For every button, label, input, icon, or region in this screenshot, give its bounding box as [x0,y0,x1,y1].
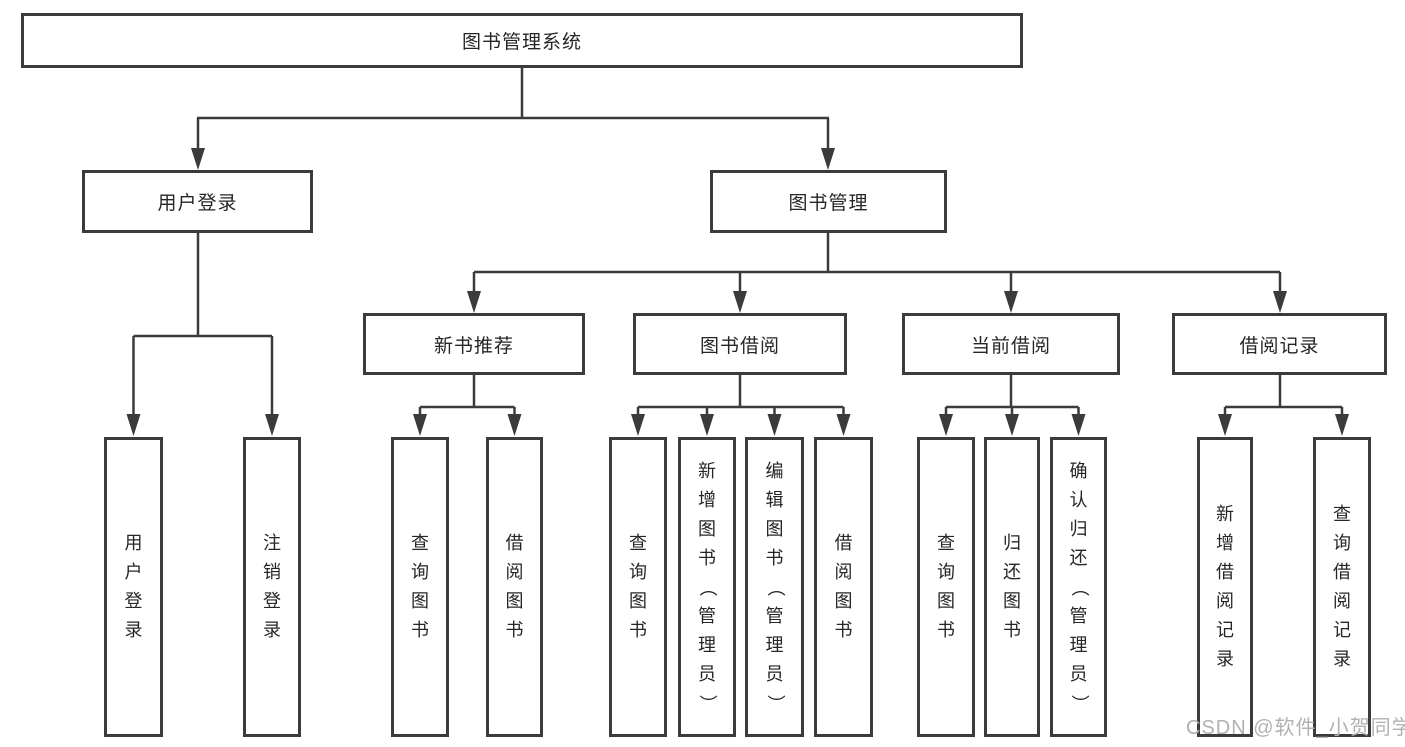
node-query-books-borrow-label: 查询图书 [629,533,647,640]
node-borrow-books-action: 借阅图书 [814,437,873,737]
node-return-book-label: 归还图书 [1003,533,1021,640]
node-user-login-label: 用户登录 [157,193,238,214]
node-user-login-action: 用户登录 [104,437,163,737]
node-book-borrow-label: 图书借阅 [699,335,780,357]
node-current-borrow: 当前借阅 [902,313,1120,375]
node-borrow-records: 借阅记录 [1172,313,1387,375]
node-query-books-recommend: 查询图书 [391,437,449,737]
node-add-book-admin-label: 新增图书（管理员） [697,460,718,713]
node-borrow-books-recommend-label: 借阅图书 [505,533,524,640]
node-root-label: 图书管理系统 [461,32,582,53]
node-query-borrow-record: 查询借阅记录 [1313,437,1371,737]
node-book-management-label: 图书管理 [788,193,869,214]
node-borrow-books-action-label: 借阅图书 [834,533,853,640]
node-current-borrow-label: 当前借阅 [970,335,1051,357]
node-return-book: 归还图书 [984,437,1040,737]
node-edit-book-admin: 编辑图书（管理员） [745,437,804,737]
node-add-borrow-record-label: 新增借阅记录 [1216,504,1234,669]
node-add-borrow-record: 新增借阅记录 [1197,437,1253,737]
node-query-books-recommend-label: 查询图书 [411,533,429,640]
node-new-book-recommend: 新书推荐 [363,313,585,375]
node-new-book-recommend-label: 新书推荐 [433,335,514,357]
node-query-borrow-record-label: 查询借阅记录 [1333,504,1351,669]
node-root: 图书管理系统 [21,13,1023,68]
node-edit-book-admin-label: 编辑图书（管理员） [765,460,785,713]
arrowheads [126,148,1349,436]
node-logout-action-label: 注销登录 [263,533,281,640]
node-query-books-current: 查询图书 [917,437,975,737]
node-add-book-admin: 新增图书（管理员） [678,437,736,737]
node-user-login: 用户登录 [82,170,313,233]
connector-path [132,68,1344,418]
node-confirm-return-admin-label: 确认归还（管理员） [1069,460,1089,713]
node-query-books-current-label: 查询图书 [937,533,955,640]
node-borrow-records-label: 借阅记录 [1239,335,1320,357]
node-borrow-books-recommend: 借阅图书 [486,437,543,737]
node-user-login-action-label: 用户登录 [124,533,143,640]
node-logout-action: 注销登录 [243,437,301,737]
node-book-borrow: 图书借阅 [633,313,847,375]
watermark: CSDN @软件_小贺同学 [1186,717,1405,739]
node-query-books-borrow: 查询图书 [609,437,667,737]
node-confirm-return-admin: 确认归还（管理员） [1050,437,1107,737]
node-book-management: 图书管理 [710,170,947,233]
